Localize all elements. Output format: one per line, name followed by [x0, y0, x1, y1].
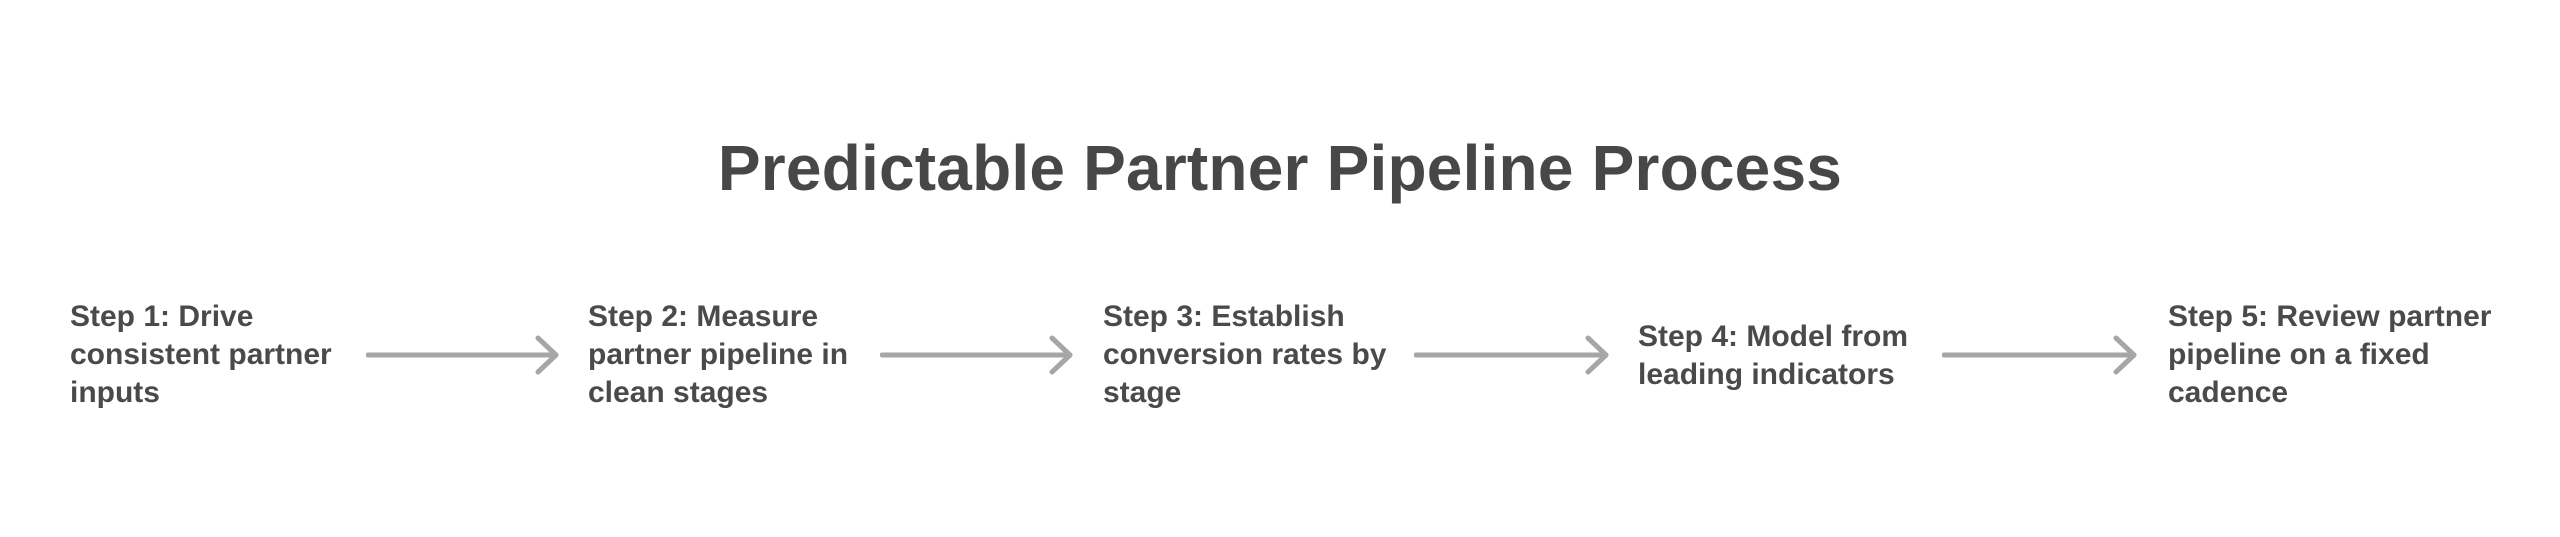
- arrow-right-icon: [1414, 330, 1612, 380]
- step-5-label: Step 5: Review partner pipeline on a fix…: [2168, 300, 2492, 409]
- arrow-right-icon: [1942, 330, 2140, 380]
- arrow-right-icon: [366, 330, 562, 380]
- step-2-label: Step 2: Measure partner pipeline in clea…: [588, 300, 849, 409]
- step-4-label: Step 4: Model from leading indicators: [1638, 320, 1909, 391]
- step-1-label: Step 1: Drive consistent partner inputs: [70, 300, 332, 409]
- diagram-title: Predictable Partner Pipeline Process: [717, 132, 1843, 204]
- step-3-label: Step 3: Establish conversion rates by st…: [1103, 300, 1387, 409]
- arrow-right-icon: [880, 330, 1076, 380]
